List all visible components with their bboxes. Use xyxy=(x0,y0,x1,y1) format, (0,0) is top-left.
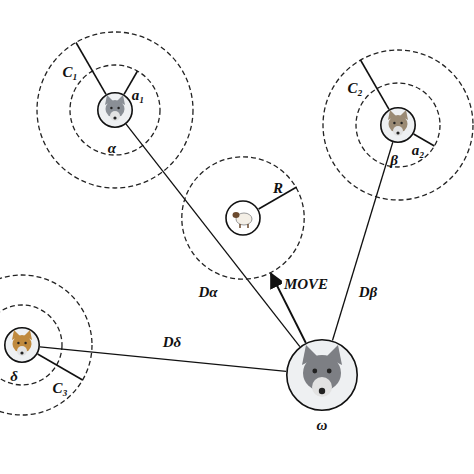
edge-label: Dβ xyxy=(357,284,380,300)
distance-line xyxy=(332,142,392,340)
inner-ring xyxy=(0,305,62,385)
omega-wolf: ω xyxy=(286,339,358,411)
inner-ring xyxy=(356,83,440,167)
node-outline xyxy=(181,156,305,280)
wolf-icon xyxy=(105,95,125,121)
wolf-icon xyxy=(302,345,342,397)
radius-line xyxy=(76,43,106,95)
wolf-frame xyxy=(287,340,357,410)
wolf-frame xyxy=(5,328,39,362)
radius-line xyxy=(361,60,390,109)
node-label: δ xyxy=(10,368,18,384)
edge-label: MOVE xyxy=(282,276,330,292)
node-label: β xyxy=(390,152,398,168)
sheep-icon xyxy=(233,212,253,228)
wolf-frame xyxy=(381,108,415,142)
prey-zone: R xyxy=(181,156,305,280)
wolf-frame xyxy=(98,93,132,127)
node-outline xyxy=(97,92,133,128)
node-label: R xyxy=(273,180,283,196)
radius-line xyxy=(38,354,83,380)
wolf-icon xyxy=(12,330,32,356)
outer-ring xyxy=(37,32,193,188)
wolf-icon xyxy=(388,110,408,136)
radius-label: C₃ xyxy=(52,380,67,396)
inner-ring xyxy=(70,65,160,155)
prey-frame xyxy=(226,201,260,235)
node-outline xyxy=(286,339,358,411)
node-outline xyxy=(380,107,416,143)
radius-label: a₁ xyxy=(132,87,145,103)
beta-wolf: β xyxy=(380,107,416,143)
alpha-wolf: α xyxy=(97,92,133,128)
radius-label: C₁ xyxy=(62,64,77,80)
distance-line xyxy=(40,347,286,372)
prey-ring xyxy=(182,157,304,279)
edge-label: Dδ xyxy=(161,334,184,350)
edge-label: Dα xyxy=(196,284,219,300)
radius-label: a₂ xyxy=(412,142,425,158)
outer-ring xyxy=(0,275,92,415)
node-label: ω xyxy=(317,417,328,433)
outer-ring xyxy=(323,50,473,200)
radius-label: C₂ xyxy=(347,80,362,96)
distance-line xyxy=(126,124,300,346)
node-label: α xyxy=(108,140,116,156)
node-outline xyxy=(4,327,40,363)
delta-wolf: δ xyxy=(4,327,40,363)
